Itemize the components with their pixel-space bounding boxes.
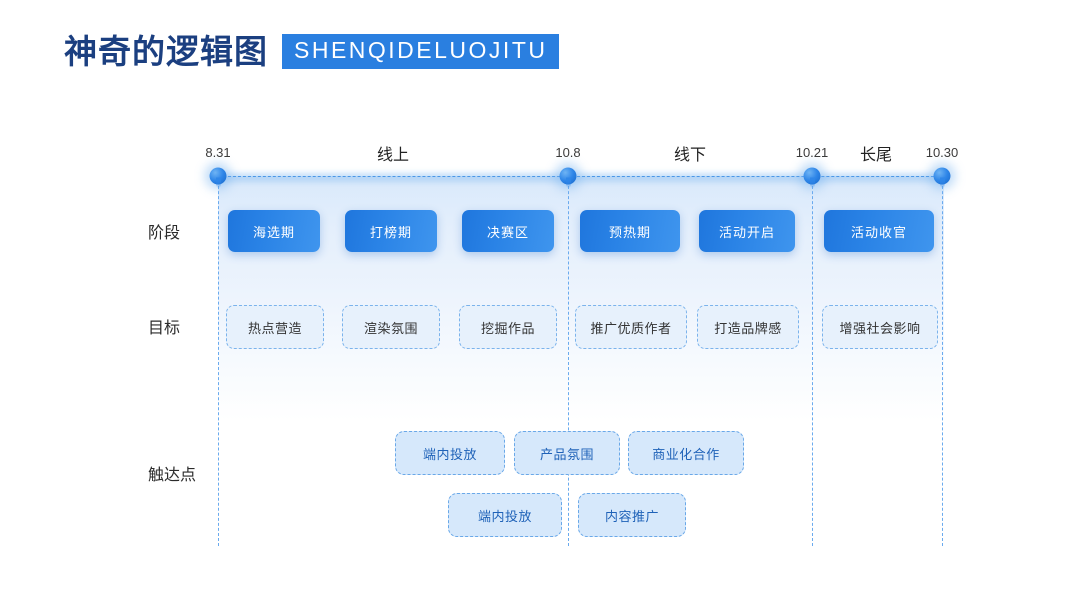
timeline-date-label: 10.8: [555, 145, 581, 160]
timeline-span-label: 长尾: [859, 147, 893, 164]
timeline-node-2[interactable]: [803, 167, 821, 185]
timeline-span-label: 线上: [376, 147, 410, 164]
goal-box[interactable]: 热点营造: [226, 305, 324, 349]
stage-pill[interactable]: 打榜期: [345, 210, 437, 252]
column-separator-3: [942, 176, 943, 546]
touchpoint-box[interactable]: 商业化合作: [628, 431, 744, 475]
title-chinese: 神奇的逻辑图: [64, 33, 268, 70]
column-separator-0: [218, 176, 219, 546]
timeline-node-0[interactable]: [209, 167, 227, 185]
title-pinyin-badge: SHENQIDELUOJITU: [282, 34, 560, 69]
column-separator-1: [568, 176, 569, 546]
goal-box[interactable]: 推广优质作者: [575, 305, 687, 349]
touchpoint-box[interactable]: 内容推广: [578, 493, 686, 537]
stage-pill[interactable]: 决赛区: [462, 210, 554, 252]
goal-box[interactable]: 渲染氛围: [342, 305, 440, 349]
touchpoint-box[interactable]: 端内投放: [395, 431, 505, 475]
goal-box[interactable]: 增强社会影响: [822, 305, 938, 349]
timeline-date-label: 10.21: [795, 145, 829, 160]
row-label-目标: 目标: [148, 320, 181, 337]
timeline-date-label: 10.30: [925, 145, 959, 160]
goal-box[interactable]: 挖掘作品: [459, 305, 557, 349]
row-label-触达点: 触达点: [148, 467, 197, 484]
touchpoint-box[interactable]: 端内投放: [448, 493, 562, 537]
timeline-glow: [218, 170, 944, 184]
page-title: 神奇的逻辑图 SHENQIDELUOJITU: [64, 33, 560, 70]
column-separator-2: [812, 176, 813, 546]
goal-box[interactable]: 打造品牌感: [697, 305, 799, 349]
row-label-阶段: 阶段: [148, 225, 181, 242]
timeline-node-3[interactable]: [933, 167, 951, 185]
stage-pill[interactable]: 预热期: [580, 210, 680, 252]
stage-pill[interactable]: 活动收官: [824, 210, 934, 252]
timeline-node-1[interactable]: [559, 167, 577, 185]
stage-pill[interactable]: 海选期: [228, 210, 320, 252]
timeline-axis: [218, 176, 944, 177]
stage-pill[interactable]: 活动开启: [699, 210, 795, 252]
timeline-span-label: 线下: [673, 147, 707, 164]
touchpoint-box[interactable]: 产品氛围: [514, 431, 620, 475]
timeline-date-label: 8.31: [205, 145, 231, 160]
